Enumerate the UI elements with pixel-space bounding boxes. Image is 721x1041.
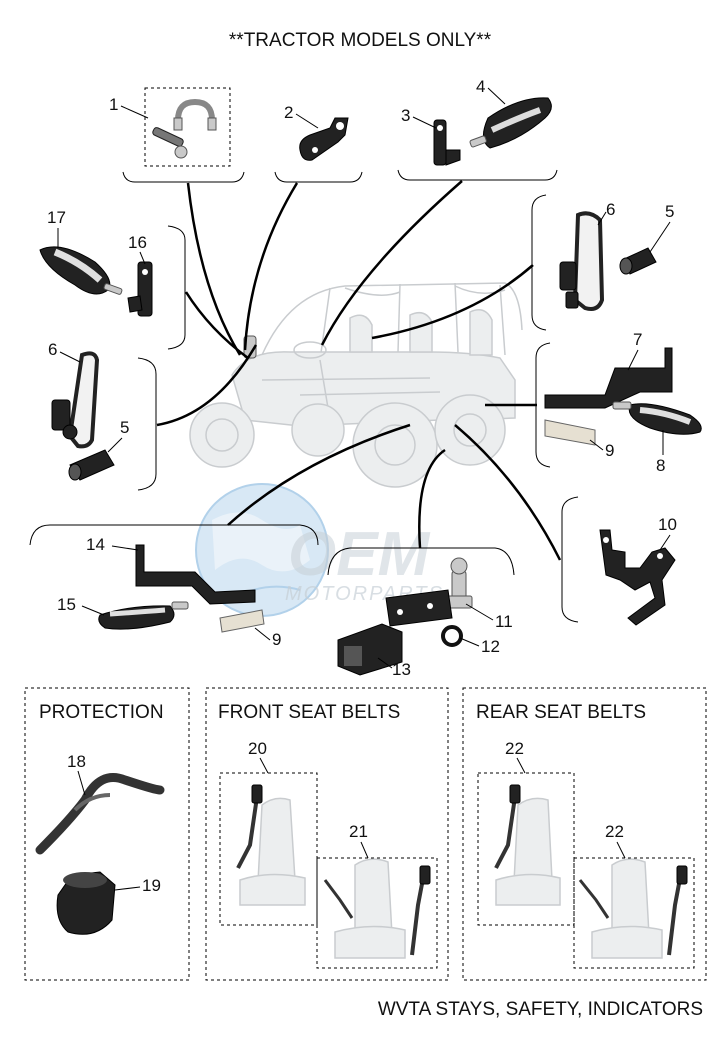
part-6-mirror-right xyxy=(559,211,605,311)
utv-vehicle-illustration xyxy=(189,282,523,488)
callout-5-right: 5 xyxy=(665,202,674,221)
part-8-indicator xyxy=(612,401,702,435)
callout-6-left: 6 xyxy=(48,340,57,359)
part-7-stay xyxy=(544,347,673,409)
callout-3: 3 xyxy=(401,106,410,125)
part-2-bracket xyxy=(299,117,349,161)
diagram-footer: WVTA STAYS, SAFETY, INDICATORS xyxy=(378,999,703,1020)
section-title-front-seat-belts: FRONT SEAT BELTS xyxy=(218,702,400,723)
group-brackets xyxy=(29,169,579,623)
callout-20: 20 xyxy=(248,739,267,758)
callout-21: 21 xyxy=(349,822,368,841)
part-15-indicator xyxy=(98,601,189,630)
callout-1: 1 xyxy=(109,95,118,114)
diagram-title: **TRACTOR MODELS ONLY** xyxy=(229,30,492,51)
callout-5-left: 5 xyxy=(120,418,129,437)
front-seat-belts-box xyxy=(205,687,449,981)
part-3-stay xyxy=(433,119,461,166)
part-10-bracket xyxy=(599,529,676,626)
callout-19: 19 xyxy=(142,876,161,895)
part-5-sleeve-right xyxy=(619,247,657,275)
callout-8: 8 xyxy=(656,456,665,475)
part-22-seat-belt-rear-b xyxy=(573,857,695,969)
part-5-sleeve-left xyxy=(68,449,115,481)
part-18-protector xyxy=(35,773,165,855)
part-19-cap xyxy=(56,871,116,935)
part-9-reflector-right xyxy=(544,419,596,446)
part-4-indicator xyxy=(469,97,552,149)
callout-9-right: 9 xyxy=(605,441,614,460)
watermark: OEM MOTORPARTS xyxy=(195,483,442,617)
callout-18: 18 xyxy=(67,752,86,771)
callout-9-left: 9 xyxy=(272,630,281,649)
callout-6-right: 6 xyxy=(606,200,615,219)
callout-12: 12 xyxy=(481,637,500,656)
part-16-stay xyxy=(127,261,153,317)
part-12-hitch-plate xyxy=(385,589,463,647)
callout-4: 4 xyxy=(476,77,485,96)
callout-10: 10 xyxy=(658,515,677,534)
callout-11: 11 xyxy=(495,612,513,631)
callout-15: 15 xyxy=(57,595,76,614)
callout-16: 16 xyxy=(128,233,147,252)
leader-lines xyxy=(156,180,562,561)
part-6-mirror-left xyxy=(51,351,100,449)
callout-17: 17 xyxy=(47,208,66,227)
part-1-shackle-pin xyxy=(144,87,231,167)
callout-22-b: 22 xyxy=(605,822,624,841)
callout-2: 2 xyxy=(284,103,293,122)
callout-13: 13 xyxy=(392,660,411,679)
part-14-stay xyxy=(135,544,256,605)
callout-14: 14 xyxy=(86,535,105,554)
callout-7: 7 xyxy=(633,330,642,349)
watermark-main: OEM xyxy=(288,520,431,589)
section-title-rear-seat-belts: REAR SEAT BELTS xyxy=(476,702,646,723)
part-22-seat-belt-rear-a xyxy=(477,772,575,926)
callouts: 1 2 3 4 17 16 6 5 6 5 7 9 8 10 14 15 9 1 xyxy=(47,77,677,895)
section-title-protection: PROTECTION xyxy=(39,702,164,723)
part-9-reflector-left xyxy=(219,609,265,633)
part-17-indicator xyxy=(39,246,123,295)
callout-22-a: 22 xyxy=(505,739,524,758)
part-20-seat-belt-front xyxy=(219,772,318,926)
part-13-hitch-receiver xyxy=(337,623,403,676)
part-21-seat-belt-front xyxy=(316,857,438,969)
rear-seat-belts-box xyxy=(462,687,707,981)
